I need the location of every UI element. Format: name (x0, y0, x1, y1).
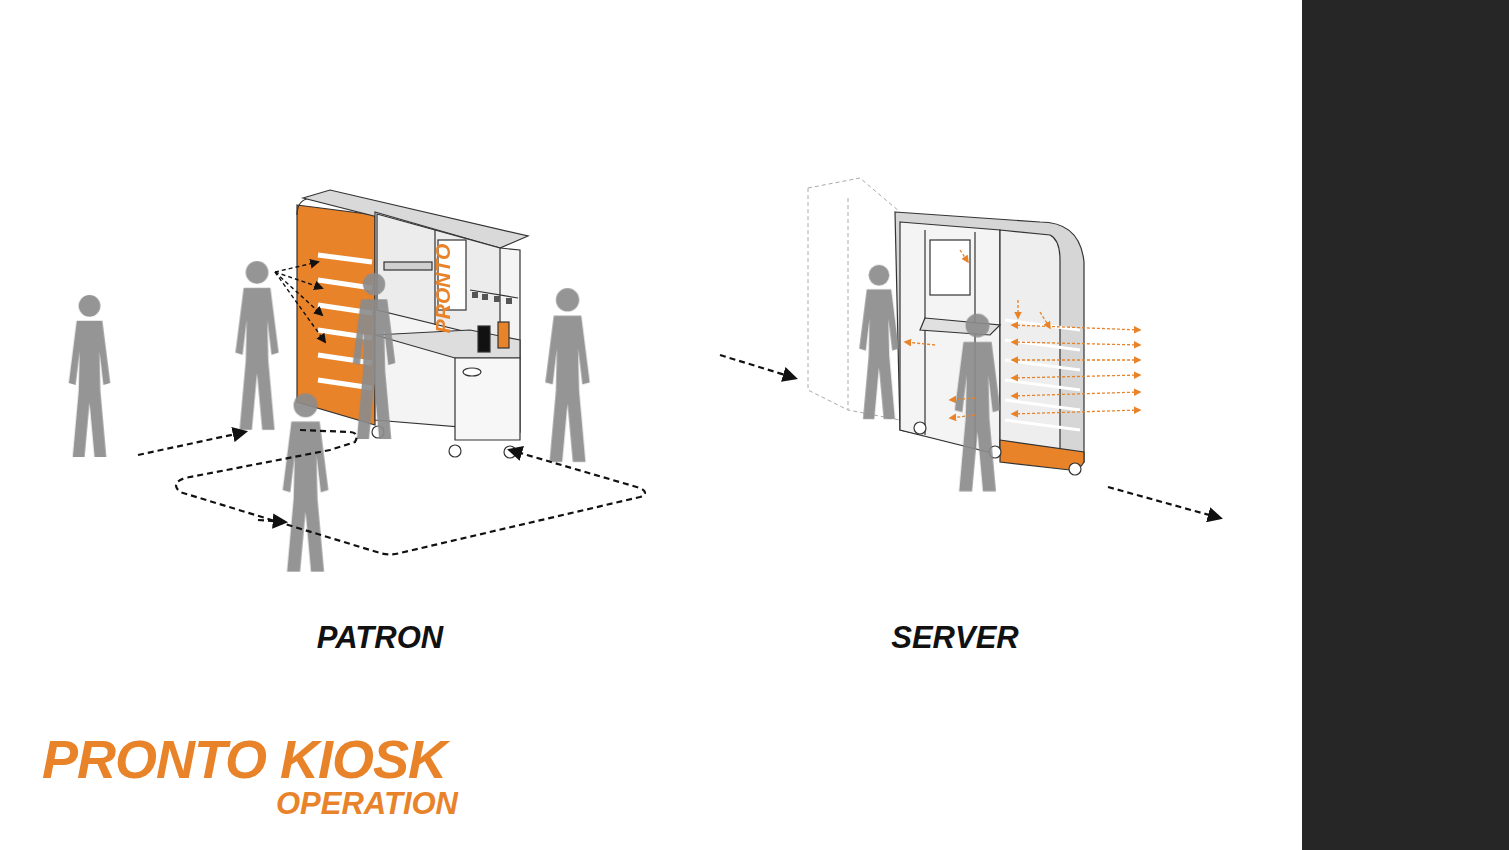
server-flow-path (720, 355, 1220, 518)
server-kiosk-ghost (808, 178, 900, 420)
sight-lines (275, 262, 325, 342)
patron-kiosk (297, 190, 528, 458)
brand-label: PRONTO (433, 243, 454, 332)
access-arrows (905, 250, 1140, 418)
view-label: PATRON (317, 622, 443, 653)
patron-flow-path (138, 430, 645, 555)
subtitle: OPERATION (276, 788, 458, 819)
side-panel (1302, 0, 1509, 850)
title: PRONTO KIOSK (42, 732, 446, 786)
view-label: SERVER (891, 622, 1018, 653)
person-silhouettes (69, 261, 1001, 572)
